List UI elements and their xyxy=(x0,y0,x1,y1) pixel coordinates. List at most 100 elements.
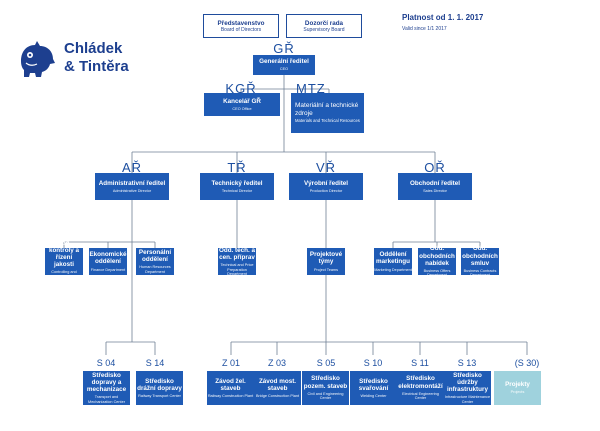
center-title: Závod most. staveb xyxy=(258,377,297,392)
director-box-sales: Obchodní ředitel Sales Director xyxy=(398,173,472,200)
director-code-admin: AŘ xyxy=(121,160,143,175)
center-code-s13: S 13 xyxy=(457,358,477,368)
center-code-s14: S 14 xyxy=(145,358,165,368)
center-title: Středisko údržby infrastruktury xyxy=(447,371,488,394)
director-box-production: Výrobní ředitel Production Director xyxy=(289,173,363,200)
rhino-logo-icon xyxy=(21,41,55,77)
ceo-office-title: Kancelář GŘ xyxy=(223,97,261,105)
center-title: Závod žel. staveb xyxy=(215,377,246,392)
center-subtitle: Projects xyxy=(510,390,525,395)
center-title: Středisko dopravy a mechanizace xyxy=(86,371,127,394)
department-title: Projektové týmy xyxy=(309,251,343,266)
center-code-s10: S 10 xyxy=(363,358,383,368)
center-subtitle: Electrical Engineering Center xyxy=(402,391,439,401)
department-title: Odd. kontroly a řízení jakosti xyxy=(48,239,80,269)
center-code-z01: Z 01 xyxy=(221,358,240,368)
ceo-subtitle: CEO xyxy=(279,67,289,72)
ceo-box: Generální ředitel CEO xyxy=(253,55,315,75)
center-code-s05: S 05 xyxy=(316,358,336,368)
center-code-s30: (S 30) xyxy=(514,358,540,368)
ceo-office-box: Kancelář GŘ CEO Office xyxy=(204,93,280,116)
gr-code: GŘ xyxy=(273,41,295,56)
director-box-technical: Technický ředitel Technical Director xyxy=(200,173,274,200)
director-subtitle-admin: Administrative Director xyxy=(112,188,152,193)
director-code-production: VŘ xyxy=(315,160,337,175)
department-title: Odd. obchodních smluv xyxy=(462,245,498,267)
center-code-z03: Z 03 xyxy=(267,358,286,368)
department-subtitle: Human Resources Department xyxy=(139,265,171,274)
center-title: Středisko svařování xyxy=(358,377,389,392)
center-title: Projekty xyxy=(505,381,530,389)
board-of-directors-box: Představenstvo Board of Directors xyxy=(203,14,279,38)
department-title: Personální oddělení xyxy=(138,248,172,264)
department-box-project-teams: Projektové týmy Project Teams xyxy=(307,248,345,275)
department-title: Odd. tech. a cen. příprav xyxy=(218,246,256,261)
center-box-railway-construction: Závod žel. staveb Railway Construction P… xyxy=(207,371,254,405)
materials-resources-box: Materiální a technické zdroje Materials … xyxy=(291,93,364,133)
director-title-admin: Administrativní ředitel xyxy=(98,179,166,187)
director-title-sales: Obchodní ředitel xyxy=(409,179,461,187)
materials-resources-title: Materiální a technické zdroje xyxy=(295,102,359,117)
director-title-technical: Technický ředitel xyxy=(211,179,263,187)
department-subtitle: Project Teams xyxy=(314,267,338,272)
center-subtitle: Railway Transport Center xyxy=(138,394,181,399)
validity-title: Platnost od 1. 1. 2017 xyxy=(402,13,484,22)
center-box-projects: Projekty Projects xyxy=(494,371,541,405)
director-subtitle-technical: Technical Director xyxy=(221,188,253,193)
center-subtitle: Civil and Engineering Center xyxy=(307,391,344,401)
center-subtitle: Infrastructure Maintenance Center xyxy=(444,395,491,404)
center-box-railway-transport: Středisko drážní dopravy Railway Transpo… xyxy=(136,371,183,405)
mtz-code: MTZ xyxy=(296,81,326,96)
center-title: Středisko elektromontáží xyxy=(398,375,443,390)
department-box-quality-control: Odd. kontroly a řízení jakosti Controlli… xyxy=(45,240,83,283)
center-title: Středisko pozem. staveb xyxy=(303,375,348,390)
department-title: Odd. obchodních nabídek xyxy=(419,245,455,267)
center-subtitle: Bridge Construction Plant xyxy=(255,394,300,399)
department-title: Ekonomické oddělení xyxy=(89,251,127,266)
center-subtitle: Welding Center xyxy=(360,394,387,399)
department-box-business-offers: Odd. obchodních nabídek Business Offers … xyxy=(418,245,456,278)
ceo-title: Generální ředitel xyxy=(259,58,309,66)
center-subtitle: Railway Construction Plant xyxy=(207,394,254,399)
department-box-technical-preparation: Odd. tech. a cen. příprav Technical and … xyxy=(218,246,256,276)
department-box-human-resources: Personální oddělení Human Resources Depa… xyxy=(136,248,174,275)
director-subtitle-production: Production Director xyxy=(309,188,343,193)
department-subtitle: Finance Department xyxy=(90,267,126,272)
logo-line2: & Tintěra xyxy=(64,58,129,75)
center-box-transport: Středisko dopravy a mechanizace Transpor… xyxy=(83,371,130,405)
department-subtitle: Marketing Department xyxy=(374,267,412,272)
department-box-business-contracts: Odd. obchodních smluv Business Contracts… xyxy=(461,245,499,278)
ceo-office-subtitle: CEO Office xyxy=(232,106,252,111)
materials-resources-subtitle: Materials and Technical Resources xyxy=(295,118,360,124)
center-subtitle: Transport and Mechanization Center xyxy=(88,395,125,404)
validity-note: Platnost od 1. 1. 2017 Valid since 1/1 2… xyxy=(402,13,522,32)
center-box-bridge-construction: Závod most. staveb Bridge Construction P… xyxy=(254,371,301,405)
department-box-marketing: Oddělení marketingu Marketing Department xyxy=(374,248,412,275)
director-subtitle-sales: Sales Director xyxy=(423,188,447,193)
department-title: Oddělení marketingu xyxy=(376,251,410,266)
center-code-s11: S 11 xyxy=(411,358,429,368)
supervisory-board-box: Dozorčí rada Supervisory Board xyxy=(286,14,362,38)
center-code-s04: S 04 xyxy=(96,358,116,368)
validity-subtitle: Valid since 1/1 2017 xyxy=(402,26,447,32)
logo-line1: Chládek xyxy=(64,40,123,57)
center-box-infrastructure: Středisko údržby infrastruktury Infrastr… xyxy=(444,371,491,405)
department-subtitle: Technical and Price Preparation Departme… xyxy=(220,263,254,276)
board-of-directors-title: Představenstvo xyxy=(217,19,265,27)
department-subtitle: Business Offers Department xyxy=(423,269,451,278)
center-box-welding: Středisko svařování Welding Center xyxy=(350,371,397,405)
department-box-finance: Ekonomické oddělení Finance Department xyxy=(89,248,127,275)
center-box-civil-engineering: Středisko pozem. staveb Civil and Engine… xyxy=(302,371,349,405)
department-subtitle: Controlling and Quality Control Departme… xyxy=(51,270,77,284)
board-of-directors-subtitle: Board of Directors xyxy=(220,26,262,33)
department-subtitle: Business Contracts Department xyxy=(463,269,497,278)
kgr-code: KGŘ xyxy=(225,81,257,96)
director-code-sales: OŘ xyxy=(424,160,446,175)
director-title-production: Výrobní ředitel xyxy=(303,179,349,187)
company-logo: Chládek & Tintěra xyxy=(17,37,137,79)
director-code-technical: TŘ xyxy=(227,160,247,175)
center-box-electrical: Středisko elektromontáží Electrical Engi… xyxy=(397,371,444,405)
center-title: Středisko drážní dopravy xyxy=(137,377,182,392)
director-box-admin: Administrativní ředitel Administrative D… xyxy=(95,173,169,200)
